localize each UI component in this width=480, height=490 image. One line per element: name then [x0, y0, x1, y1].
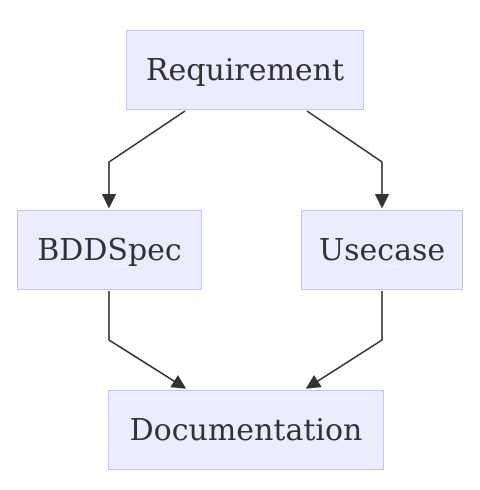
- edge-requirement-to-usecase: [306, 110, 390, 209]
- edge-requirement-to-bddspec: [101, 110, 186, 209]
- edge-usecase-to-documentation: [305, 291, 383, 389]
- node-documentation-label: Documentation: [129, 412, 363, 448]
- node-usecase[interactable]: Usecase: [301, 210, 463, 290]
- node-usecase-label: Usecase: [318, 232, 446, 268]
- node-requirement-label: Requirement: [145, 52, 345, 88]
- node-bddspec-label: BDDSpec: [37, 232, 182, 268]
- node-bddspec[interactable]: BDDSpec: [17, 210, 202, 290]
- node-requirement[interactable]: Requirement: [126, 30, 364, 110]
- edge-bddspec-to-documentation: [108, 291, 187, 389]
- node-documentation[interactable]: Documentation: [108, 390, 384, 470]
